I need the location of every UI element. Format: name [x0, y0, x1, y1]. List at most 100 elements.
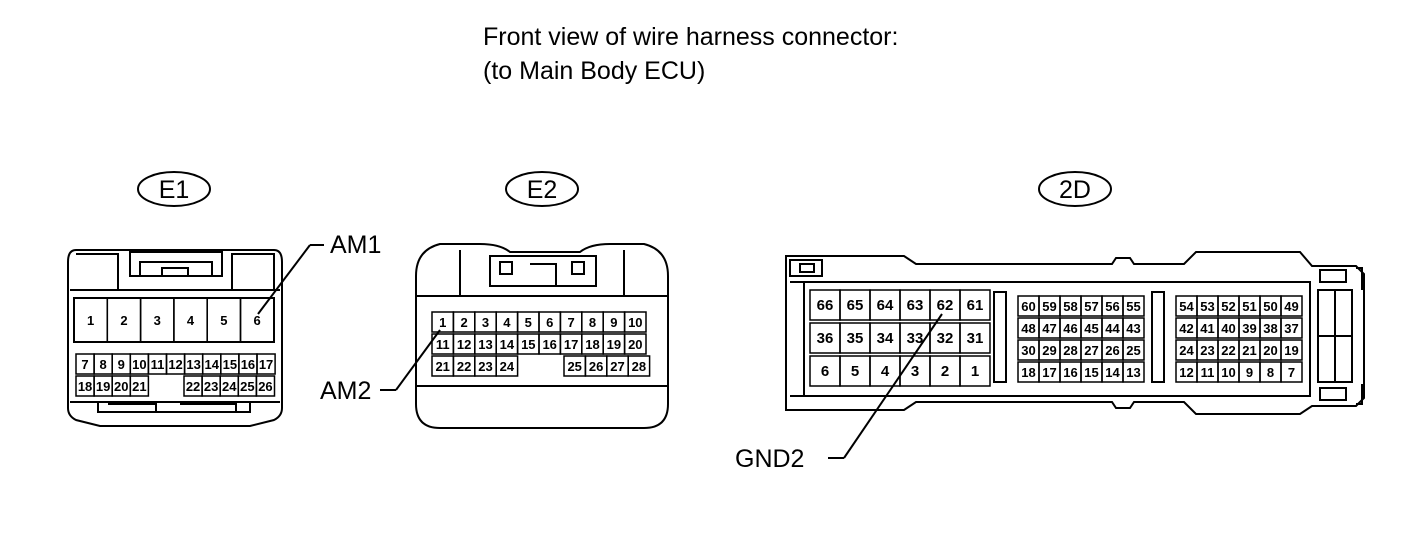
pin-number: 36 [817, 330, 834, 347]
pin-number: 10 [1221, 365, 1235, 380]
pin-number: 11 [436, 337, 450, 352]
pin-cell [1280, 295, 1303, 317]
pin-number: 40 [1221, 321, 1235, 336]
pin-number: 12 [457, 337, 471, 352]
pin-number: 4 [881, 363, 890, 380]
pin-cell [256, 353, 276, 375]
pin-number: 58 [1063, 299, 1077, 314]
pin-cell [1280, 339, 1303, 361]
pin-number: 2 [941, 363, 949, 380]
pin-number: 15 [1084, 365, 1098, 380]
callout-am2-label: AM2 [320, 377, 371, 405]
pin-number: 15 [521, 337, 535, 352]
pin-number: 45 [1084, 321, 1098, 336]
diagram-title-line1: Front view of wire harness connector: [483, 23, 898, 51]
pin-number: 48 [1021, 321, 1035, 336]
pin-number: 59 [1042, 299, 1056, 314]
pin-number: 3 [482, 315, 489, 330]
pin-number: 53 [1200, 299, 1214, 314]
pin-number: 14 [1105, 365, 1120, 380]
pin-cell [623, 311, 647, 333]
callout-gnd2: GND2 [735, 313, 943, 473]
pin-number: 3 [154, 313, 161, 328]
pin-number: 13 [478, 337, 492, 352]
callout-am2: AM2 [320, 329, 441, 405]
pin-number: 16 [542, 337, 556, 352]
pin-number: 63 [907, 297, 924, 314]
pin-number: 22 [186, 379, 200, 394]
pin-number: 11 [1201, 365, 1215, 380]
pin-number: 4 [503, 315, 511, 330]
pin-number: 12 [1179, 365, 1193, 380]
pin-number: 25 [1126, 343, 1140, 358]
pin-number: 25 [240, 379, 254, 394]
pin-number: 25 [567, 359, 581, 374]
pin-number: 21 [1242, 343, 1256, 358]
connector-2d [785, 251, 1365, 415]
pin-number: 33 [907, 330, 924, 347]
pin-number: 17 [564, 337, 578, 352]
pin-number: 27 [1084, 343, 1098, 358]
pin-number: 64 [877, 297, 894, 314]
pin-number: 6 [546, 315, 553, 330]
callout-am1-label: AM1 [330, 231, 381, 259]
pin-cell [495, 355, 519, 377]
pin-cell [959, 289, 991, 321]
pin-number: 19 [1284, 343, 1298, 358]
pin-number: 22 [457, 359, 471, 374]
pin-cell [1122, 317, 1145, 339]
pin-number: 18 [1021, 365, 1035, 380]
pin-number: 27 [610, 359, 624, 374]
pin-number: 9 [118, 357, 125, 372]
pin-number: 24 [500, 359, 515, 374]
pin-number: 13 [1126, 365, 1140, 380]
pin-number: 52 [1221, 299, 1235, 314]
pin-number: 37 [1284, 321, 1298, 336]
pin-number: 35 [847, 330, 864, 347]
pin-number: 21 [132, 379, 146, 394]
pin-number: 17 [1042, 365, 1056, 380]
pin-number: 34 [877, 330, 894, 347]
pin-number: 11 [151, 357, 165, 372]
pin-number: 7 [81, 357, 88, 372]
pin-number: 13 [186, 357, 200, 372]
pin-cell [255, 375, 276, 397]
pin-number: 1 [439, 315, 446, 330]
pin-number: 20 [114, 379, 128, 394]
pin-cell [623, 333, 647, 355]
diagram-title-line2: (to Main Body ECU) [483, 57, 705, 85]
pin-number: 20 [1263, 343, 1277, 358]
pin-number: 9 [610, 315, 617, 330]
pin-number: 2 [120, 313, 127, 328]
pin-number: 51 [1242, 299, 1256, 314]
pin-number: 23 [204, 379, 218, 394]
callout-gnd2-label: GND2 [735, 445, 804, 473]
pin-number: 49 [1284, 299, 1298, 314]
pin-number: 5 [525, 315, 532, 330]
pin-number: 61 [967, 297, 984, 314]
connector-label-2d-text: 2D [1059, 176, 1091, 204]
pin-number: 9 [1246, 365, 1253, 380]
pin-number: 30 [1021, 343, 1035, 358]
pin-number: 28 [632, 359, 646, 374]
connector-label-e2-text: E2 [527, 176, 558, 204]
pin-number: 57 [1084, 299, 1098, 314]
pin-number: 60 [1021, 299, 1035, 314]
pin-number: 20 [628, 337, 642, 352]
pin-number: 17 [259, 357, 273, 372]
pin-number: 54 [1179, 299, 1194, 314]
pin-number: 56 [1105, 299, 1119, 314]
pin-number: 8 [100, 357, 107, 372]
pin-number: 6 [821, 363, 829, 380]
pin-number: 26 [258, 379, 272, 394]
pin-number: 5 [851, 363, 859, 380]
pin-number: 7 [567, 315, 574, 330]
pin-number: 1 [87, 313, 94, 328]
connector-e2 [415, 243, 669, 429]
pin-number: 12 [168, 357, 182, 372]
pin-number: 23 [1200, 343, 1214, 358]
pin-number: 66 [817, 297, 834, 314]
